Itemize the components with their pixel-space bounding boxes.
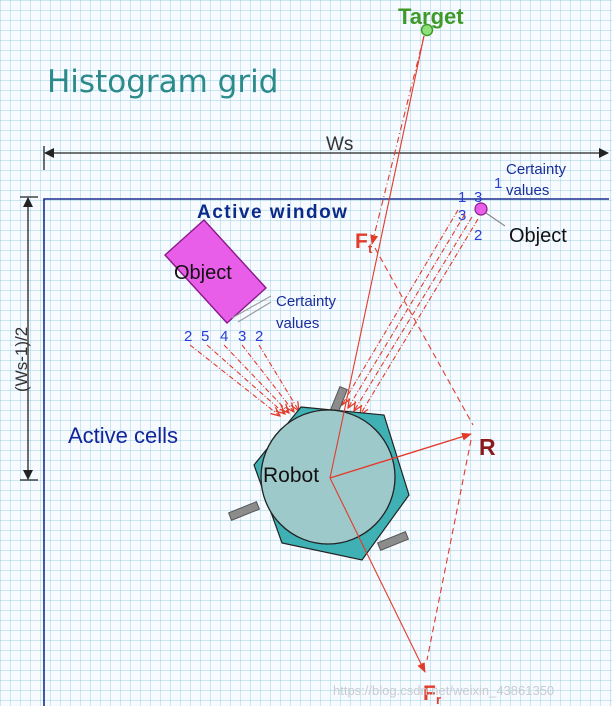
object-right-label: Object <box>509 225 567 247</box>
watermark: https://blog.csdn.net/weixin_43861350 <box>333 683 554 698</box>
object-left-label: Object <box>174 262 232 284</box>
ray-left-5 <box>258 344 299 411</box>
force-target-subscript: t <box>368 241 373 256</box>
robot-label: Robot <box>263 464 319 487</box>
force-target-line <box>370 35 425 245</box>
active-window-label: Active window <box>197 202 348 223</box>
robot-wheel-left <box>227 501 261 521</box>
parallelogram-edge-bottom <box>426 439 472 661</box>
object-left-shape <box>164 219 267 324</box>
object-right-value-1: 1 <box>458 189 466 206</box>
ray-left-4 <box>241 344 294 412</box>
object-left-value-4: 3 <box>238 328 246 345</box>
force-repulsive-line <box>329 477 426 673</box>
ws-label: Ws <box>326 134 353 155</box>
page-title: Histogram grid <box>47 64 278 100</box>
ray-right-1 <box>342 209 459 405</box>
force-repulsive-subscript: r <box>436 692 441 706</box>
robot-wheel-right <box>376 531 410 551</box>
ray-left-3 <box>223 344 289 413</box>
object-right-value-4: 1 <box>494 175 502 192</box>
object-left-value-1: 2 <box>184 328 192 345</box>
ray-right-3 <box>354 216 473 411</box>
object-right-value-3: 3 <box>458 207 466 224</box>
ray-left-1 <box>189 344 280 416</box>
object-right-shape <box>474 202 488 216</box>
target-label: Target <box>398 4 464 29</box>
force-repulsive-label: F <box>423 682 436 705</box>
active-cells-label: Active cells <box>68 423 178 448</box>
object-left-value-5: 2 <box>255 328 263 345</box>
resultant-vector <box>329 432 472 479</box>
object-left-value-2: 5 <box>201 328 209 345</box>
object-left-leader-2 <box>237 301 272 323</box>
parallelogram-edge-top <box>374 247 474 426</box>
object-right-value-5: 2 <box>474 227 482 244</box>
object-left-value-3: 4 <box>220 328 228 345</box>
object-left-certainty-line2: values <box>276 315 319 332</box>
object-left-certainty-line1: Certainty <box>276 293 337 310</box>
resultant-label: R <box>479 434 496 460</box>
object-right-leader <box>485 212 506 227</box>
object-right-value-2: 3 <box>474 189 482 206</box>
target-point <box>420 23 434 37</box>
ray-right-4 <box>360 218 479 415</box>
object-left-leader-1 <box>231 295 272 319</box>
half-window-label: (Ws-1)/2 <box>12 327 31 392</box>
ray-left-2 <box>206 344 285 414</box>
target-direction-line <box>329 35 425 479</box>
active-window-frame <box>43 198 609 706</box>
ray-right-2 <box>348 213 466 408</box>
force-target-label: F <box>355 230 368 253</box>
object-right-certainty-line1: Certainty <box>506 161 567 178</box>
object-right-certainty-line2: values <box>506 182 549 199</box>
robot-top <box>260 409 396 545</box>
